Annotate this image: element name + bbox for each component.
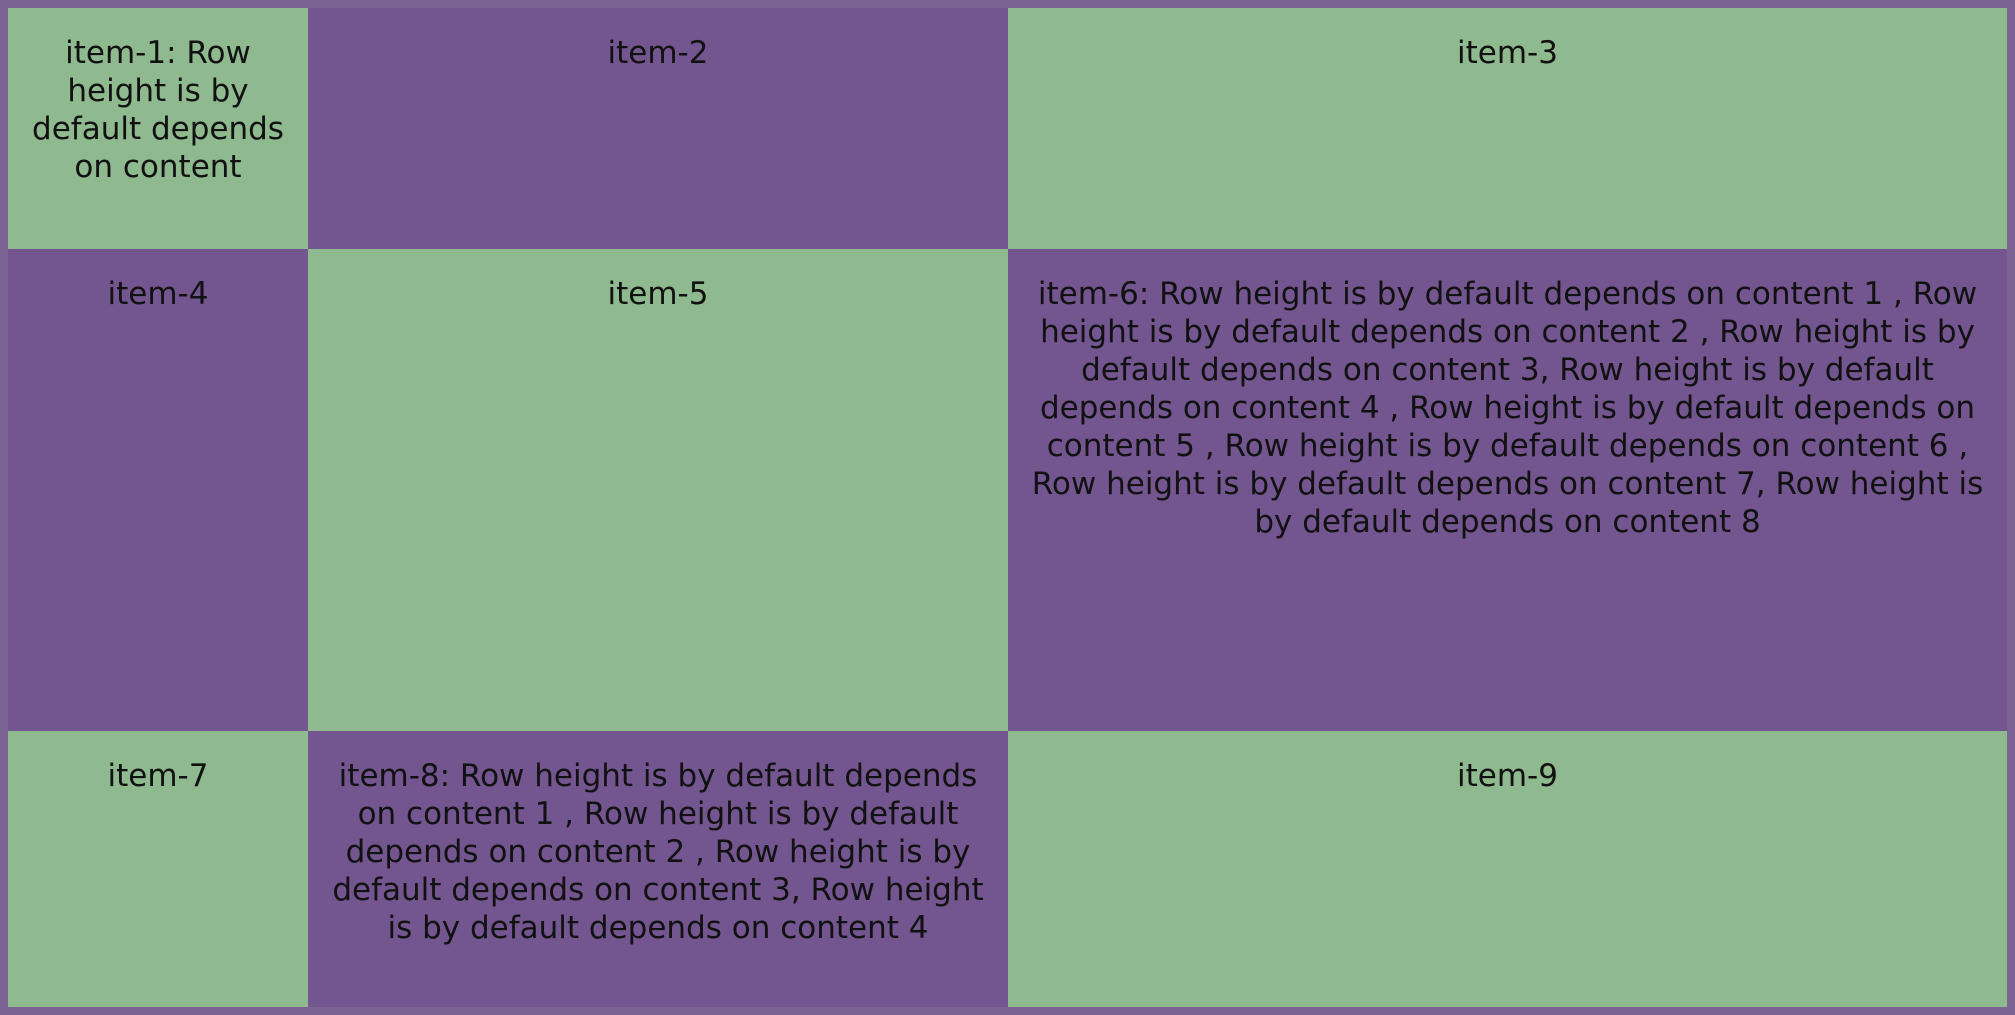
grid-item-8: item-8: Row height is by default depends… [308,731,1008,1007]
grid-item-4: item-4 [8,249,308,731]
grid-item-5: item-5 [308,249,1008,731]
grid-container: item-1: Row height is by default depends… [8,8,2007,1007]
grid-item-6: item-6: Row height is by default depends… [1008,249,2007,731]
grid-item-2: item-2 [308,8,1008,249]
grid-item-3: item-3 [1008,8,2007,249]
grid-item-9: item-9 [1008,731,2007,1007]
grid-item-7: item-7 [8,731,308,1007]
grid-item-1: item-1: Row height is by default depends… [8,8,308,249]
